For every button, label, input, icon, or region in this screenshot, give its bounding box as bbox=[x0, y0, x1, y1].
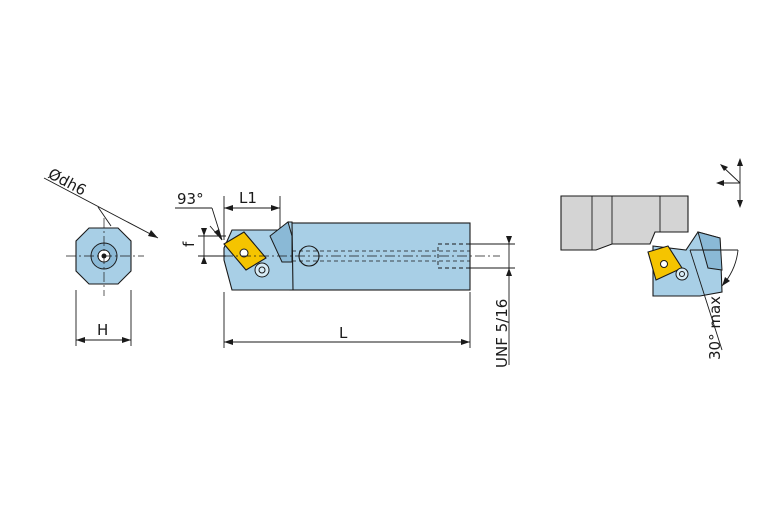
detail-clamp-screw-socket bbox=[679, 271, 685, 277]
feed-arrow-down bbox=[737, 200, 743, 208]
offset-arrow-bottom bbox=[201, 256, 207, 264]
clamp-screw-socket bbox=[258, 266, 266, 274]
side-view: 93° L1 f L UNF 5/16 bbox=[175, 189, 515, 368]
length-label: L bbox=[339, 324, 348, 342]
projection-arrow-right bbox=[271, 205, 280, 211]
insert-hole bbox=[239, 248, 249, 258]
detail-insert-hole bbox=[660, 260, 668, 268]
offset-label: f bbox=[180, 241, 198, 247]
side-view-head-chamfer bbox=[269, 221, 293, 263]
length-arrow-left bbox=[224, 339, 233, 345]
side-view-shank bbox=[289, 222, 471, 291]
thread-arrow-top bbox=[506, 236, 512, 244]
max-angle-label: 30° max bbox=[706, 296, 724, 360]
clamp-screw-icon bbox=[254, 262, 270, 278]
detail-clamp-screw-icon bbox=[675, 267, 689, 281]
detail-tool-shoulder bbox=[697, 231, 723, 271]
workpiece bbox=[560, 195, 689, 251]
angle-arrow bbox=[214, 229, 222, 240]
diameter-dimension-line bbox=[43, 177, 159, 239]
feed-arrow-up bbox=[737, 158, 743, 166]
height-label: H bbox=[97, 321, 108, 339]
detail-view: 30° max bbox=[560, 158, 743, 360]
angle-label: 93° bbox=[177, 190, 204, 208]
offset-arrow-top bbox=[201, 228, 207, 236]
max-angle-arrow bbox=[722, 277, 730, 286]
height-arrow-right bbox=[122, 337, 131, 343]
diameter-extension bbox=[97, 206, 112, 227]
thread-arrow-bottom bbox=[506, 268, 512, 276]
projection-arrow-left bbox=[224, 205, 233, 211]
diameter-label: Ødh6 bbox=[45, 165, 89, 200]
length-arrow-right bbox=[461, 339, 470, 345]
end-view: Ødh6 H bbox=[43, 165, 159, 346]
projection-label: L1 bbox=[239, 189, 257, 207]
height-arrow-left bbox=[76, 337, 85, 343]
diameter-arrow bbox=[148, 230, 158, 238]
feed-arrow-left bbox=[716, 180, 724, 186]
max-angle-leg bbox=[689, 249, 723, 351]
feed-arrow-diagonal bbox=[720, 164, 728, 171]
thread-label: UNF 5/16 bbox=[493, 299, 511, 368]
